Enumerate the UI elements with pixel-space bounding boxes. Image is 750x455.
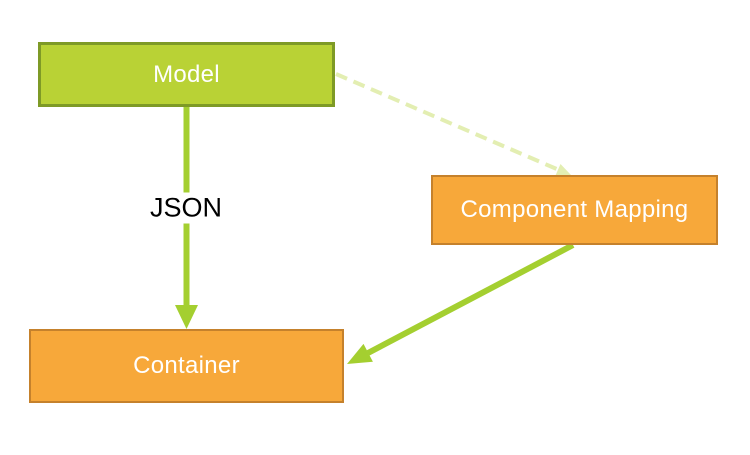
node-component-mapping-label: Component Mapping	[460, 196, 689, 223]
edge-model-to-component-mapping-line	[335, 72, 560, 172]
node-component-mapping: Component Mapping	[431, 175, 718, 245]
edge-component-mapping-to-container	[347, 242, 575, 364]
arrow-head-icon	[175, 305, 198, 329]
arrow-head-icon	[347, 343, 373, 364]
node-container-label: Container	[133, 352, 240, 379]
node-model: Model	[38, 42, 335, 107]
node-model-label: Model	[153, 60, 220, 88]
edge-model-to-component-mapping	[335, 72, 571, 175]
edge-label-json: JSON	[144, 192, 228, 224]
arrow-head-icon	[555, 164, 571, 175]
node-container: Container	[29, 329, 344, 403]
edge-component-mapping-to-container-line	[366, 242, 575, 356]
